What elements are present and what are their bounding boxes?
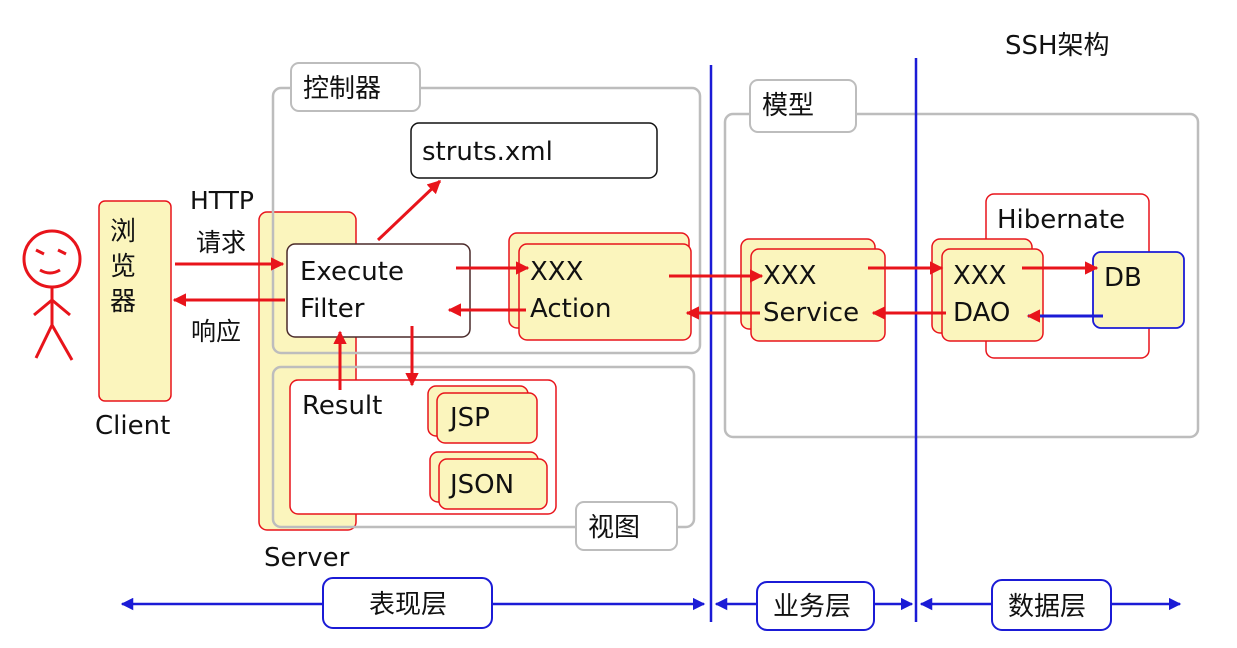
client-label: Client — [95, 411, 170, 441]
filter-label-2: Filter — [300, 294, 365, 324]
controller-label-box — [290, 62, 421, 112]
browser-box — [98, 200, 172, 402]
request-label: 请求 — [196, 228, 246, 257]
browser-label-2: 览 — [110, 252, 136, 282]
http-label: HTTP — [190, 186, 254, 215]
browser-label-1: 浏 — [110, 217, 136, 247]
action-label-2: Action — [530, 294, 611, 324]
db-label: DB — [1104, 263, 1142, 293]
struts-config-label: struts.xml — [422, 137, 553, 167]
jsp-box — [436, 392, 538, 444]
flow-arrows — [172, 179, 1099, 390]
struts-config-box — [410, 122, 658, 179]
filter-label-1: Execute — [300, 257, 404, 287]
business-layer-label: 业务层 — [773, 592, 851, 622]
diagram-title: SSH架构 — [1005, 31, 1110, 61]
service-label-2: Service — [763, 298, 859, 328]
view-container — [271, 365, 696, 529]
db-box — [1092, 251, 1185, 329]
presentation-layer-label: 表现层 — [369, 590, 447, 620]
view-label: 视图 — [588, 513, 640, 543]
dao-label-2: DAO — [953, 298, 1010, 328]
jsp-label: JSP — [448, 403, 490, 433]
service-label-1: XXX — [763, 261, 816, 291]
model-label-box — [749, 79, 857, 133]
json-label: JSON — [448, 470, 514, 500]
result-label: Result — [302, 391, 382, 421]
presentation-layer-box — [322, 577, 493, 629]
json-box — [438, 458, 548, 510]
dao-box — [941, 248, 1044, 342]
action-box — [518, 243, 692, 341]
response-label: 响应 — [191, 317, 241, 346]
model-label: 模型 — [762, 91, 814, 121]
execute-filter-box — [286, 243, 471, 338]
user-stick-figure — [22, 229, 82, 361]
business-layer-box — [756, 581, 875, 631]
controller-container — [271, 86, 702, 355]
data-layer-label: 数据层 — [1008, 592, 1086, 622]
action-label-1: XXX — [530, 257, 583, 287]
view-label-box — [575, 501, 678, 551]
data-layer-box — [991, 579, 1112, 631]
service-box — [750, 248, 886, 342]
arrow-to-struts — [376, 179, 442, 242]
dao-label-1: XXX — [953, 261, 1006, 291]
hibernate-label: Hibernate — [997, 205, 1125, 235]
server-label: Server — [264, 543, 350, 573]
controller-label: 控制器 — [303, 74, 381, 104]
browser-label-3: 器 — [110, 287, 136, 317]
